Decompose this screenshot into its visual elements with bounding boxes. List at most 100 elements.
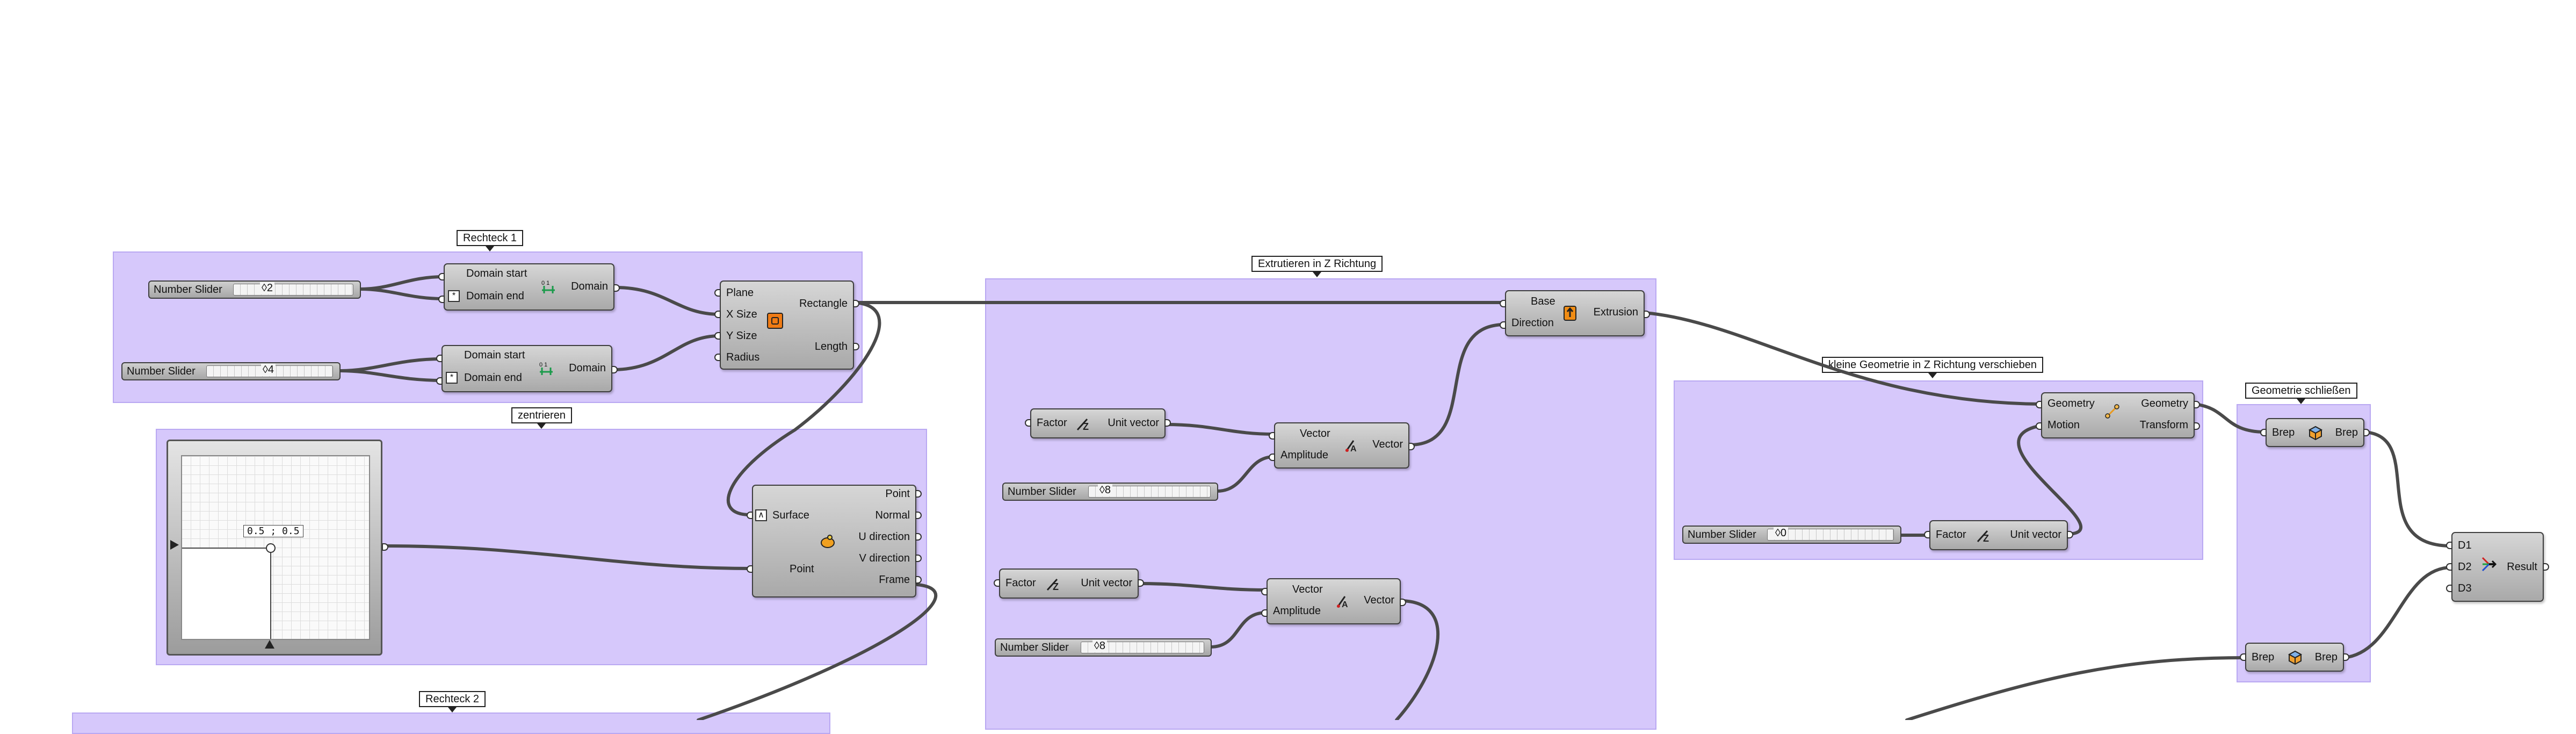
- input-grip[interactable]: [714, 332, 721, 340]
- output-brep[interactable]: Brep: [2335, 427, 2358, 438]
- output-geometry[interactable]: Geometry: [2141, 398, 2188, 409]
- input-brep[interactable]: Brep: [2252, 651, 2275, 663]
- input-grip[interactable]: [1261, 609, 1268, 617]
- extrusion-component[interactable]: Base Direction Extrusion: [1500, 290, 1650, 336]
- md-slider[interactable]: 0.5 ; 0.5: [167, 440, 388, 656]
- input-grip[interactable]: [1500, 321, 1506, 329]
- output-unit-vector[interactable]: Unit vector: [1081, 577, 1132, 589]
- input-grip[interactable]: [1500, 300, 1506, 307]
- number-slider-5[interactable]: Number Slider ◊0: [1682, 526, 1901, 544]
- output-grip[interactable]: [2363, 429, 2370, 436]
- output-domain[interactable]: Domain: [569, 362, 606, 374]
- output-brep[interactable]: Brep: [2314, 651, 2338, 663]
- construct-domain-1[interactable]: Domain start * Domain end 0 1 Domain: [438, 263, 620, 311]
- input-grip[interactable]: [436, 355, 443, 362]
- number-slider-3[interactable]: Number Slider ◊8: [1002, 483, 1218, 501]
- input-grip[interactable]: [438, 296, 445, 303]
- input-grip[interactable]: [2240, 653, 2246, 661]
- input-motion[interactable]: Motion: [2047, 419, 2080, 431]
- unit-z-component-1[interactable]: Factor Z Unit vector: [1025, 408, 1171, 438]
- amplitude-component-2[interactable]: Vector Amplitude A Vector: [1261, 578, 1406, 624]
- output-rectangle[interactable]: Rectangle: [799, 298, 848, 310]
- output-grip[interactable]: [2067, 531, 2073, 538]
- brep-param-1[interactable]: Brep Brep: [2260, 418, 2370, 447]
- output-point[interactable]: Point: [885, 488, 910, 500]
- input-x-size[interactable]: X Size: [726, 308, 757, 320]
- input-grip[interactable]: [2446, 585, 2452, 592]
- move-component[interactable]: Geometry Motion Geometry Transform: [2036, 392, 2200, 438]
- slider-track[interactable]: [233, 284, 353, 296]
- input-grip[interactable]: [747, 565, 753, 573]
- output-grip[interactable]: [853, 300, 859, 307]
- input-amplitude[interactable]: Amplitude: [1280, 449, 1328, 461]
- input-grip[interactable]: [1269, 432, 1275, 440]
- output-unit-vector[interactable]: Unit vector: [2010, 529, 2061, 541]
- input-d3[interactable]: D3: [2458, 582, 2472, 594]
- input-surface[interactable]: Surface: [772, 509, 809, 521]
- md-slider-area[interactable]: 0.5 ; 0.5: [181, 455, 370, 640]
- output-grip[interactable]: [2194, 422, 2200, 430]
- input-d2[interactable]: D2: [2458, 561, 2472, 573]
- output-length[interactable]: Length: [814, 341, 848, 352]
- group-title-rechteck-1[interactable]: Rechteck 1: [457, 230, 524, 251]
- input-grip[interactable]: [438, 273, 445, 280]
- output-grip[interactable]: [2194, 401, 2200, 408]
- input-d1[interactable]: D1: [2458, 539, 2472, 551]
- input-vector[interactable]: Vector: [1300, 428, 1330, 440]
- amplitude-component-1[interactable]: Vector Amplitude A Vector: [1269, 422, 1415, 469]
- slider-track[interactable]: [1767, 529, 1894, 541]
- input-geometry[interactable]: Geometry: [2047, 398, 2095, 409]
- unit-z-component-3[interactable]: Factor Z Unit vector: [1924, 520, 2073, 550]
- output-extrusion[interactable]: Extrusion: [1593, 306, 1638, 318]
- input-grip[interactable]: [2446, 542, 2452, 549]
- input-domain-end[interactable]: Domain end: [466, 290, 524, 302]
- output-grip[interactable]: [1164, 419, 1171, 427]
- md-slider-output-grip[interactable]: [382, 543, 388, 551]
- output-grip[interactable]: [1138, 579, 1144, 587]
- input-grip[interactable]: [1924, 531, 1930, 538]
- number-slider-1[interactable]: Number Slider ◊2: [148, 280, 361, 299]
- group-title-verschieben[interactable]: kleine Geometrie in Z Richtung verschieb…: [1822, 357, 2043, 378]
- input-grip[interactable]: [1261, 588, 1268, 595]
- output-grip[interactable]: [915, 533, 922, 541]
- output-grip[interactable]: [1400, 599, 1406, 606]
- number-slider-4[interactable]: Number Slider ◊8: [995, 638, 1212, 657]
- input-grip[interactable]: [747, 512, 753, 519]
- group-title-rechteck-2[interactable]: Rechteck 2: [419, 691, 486, 713]
- group-title-extrutieren[interactable]: Extrutieren in Z Richtung: [1251, 256, 1383, 277]
- output-frame[interactable]: Frame: [879, 574, 910, 586]
- unit-z-component-2[interactable]: Factor Z Unit vector: [994, 569, 1144, 599]
- output-u-direction[interactable]: U direction: [858, 531, 910, 543]
- output-domain[interactable]: Domain: [571, 280, 608, 292]
- input-grip[interactable]: [2036, 422, 2042, 430]
- output-v-direction[interactable]: V direction: [859, 552, 910, 564]
- input-factor[interactable]: Factor: [1936, 529, 1966, 541]
- output-grip[interactable]: [915, 576, 922, 584]
- input-plane[interactable]: Plane: [726, 287, 754, 299]
- construct-domain-2[interactable]: Domain start * Domain end 0 1 Domain: [436, 345, 618, 392]
- output-grip[interactable]: [2343, 653, 2349, 661]
- output-grip[interactable]: [915, 512, 922, 519]
- input-domain-start[interactable]: Domain start: [466, 268, 527, 279]
- input-direction[interactable]: Direction: [1511, 317, 1554, 329]
- input-radius[interactable]: Radius: [726, 351, 760, 363]
- input-point[interactable]: Point: [790, 563, 814, 575]
- output-vector[interactable]: Vector: [1364, 594, 1394, 606]
- input-vector[interactable]: Vector: [1292, 584, 1323, 595]
- output-grip[interactable]: [915, 555, 922, 562]
- merge-component[interactable]: D1 D2 D3 Result: [2446, 532, 2549, 602]
- output-grip[interactable]: [613, 284, 620, 292]
- md-slider-handle[interactable]: [266, 543, 276, 553]
- output-vector[interactable]: Vector: [1372, 438, 1403, 450]
- input-domain-end[interactable]: Domain end: [464, 372, 522, 384]
- output-grip[interactable]: [915, 490, 922, 498]
- output-result[interactable]: Result: [2507, 561, 2537, 573]
- output-grip[interactable]: [853, 343, 859, 350]
- input-grip[interactable]: [2446, 563, 2452, 571]
- slider-track[interactable]: [1081, 642, 1204, 653]
- group-title-zentrieren[interactable]: zentrieren: [511, 407, 572, 429]
- evaluate-surface-component[interactable]: ∧ Surface Point Point Normal U direction…: [747, 485, 922, 598]
- input-grip[interactable]: [1269, 454, 1275, 461]
- input-amplitude[interactable]: Amplitude: [1273, 605, 1321, 617]
